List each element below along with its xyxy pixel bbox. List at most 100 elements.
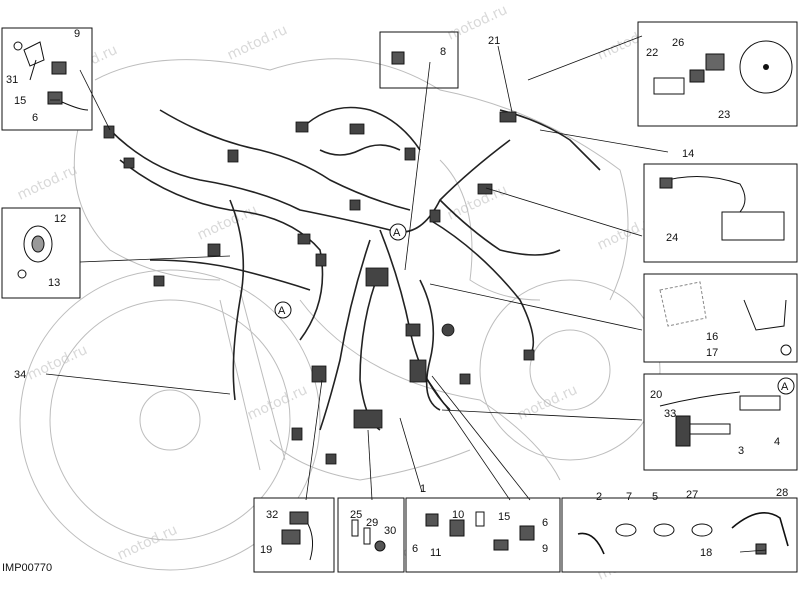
main-wiring-harness — [109, 106, 601, 431]
screw-part — [780, 344, 792, 356]
inset-box-horn — [1, 207, 81, 299]
connector — [325, 453, 337, 465]
inset-box-part-8 — [379, 31, 459, 89]
sensor-part — [739, 395, 781, 411]
sensor-part — [675, 415, 691, 447]
watermark: motod.ru — [225, 22, 290, 64]
bracket-part — [23, 41, 45, 67]
part-label: 18 — [700, 547, 712, 559]
engine-lower — [299, 299, 561, 481]
watermark: motod.ru — [245, 382, 310, 424]
part-label: 6 — [32, 112, 38, 124]
label-n31-pos: 31 — [6, 74, 18, 86]
connector — [365, 267, 389, 287]
part-label: 30 — [384, 525, 396, 537]
callout-a-label: A — [393, 227, 401, 239]
part-label: 27 — [686, 489, 698, 501]
inset-box-bottom-left — [253, 497, 335, 573]
fork-right — [239, 289, 286, 461]
part-label: 16 — [706, 331, 718, 343]
part-label: 8 — [440, 46, 446, 58]
part-label: 20 — [650, 389, 662, 401]
part-label: 25 — [350, 509, 362, 521]
watermark-layer: motod.ru motod.ru motod.ru motod.ru moto… — [15, 2, 720, 584]
connector — [349, 199, 361, 211]
part-label: 33 — [664, 408, 676, 420]
part-label: 21 — [488, 35, 500, 47]
part-label: 24 — [666, 232, 678, 244]
connector — [459, 373, 471, 385]
belly-pan — [269, 439, 471, 481]
part-label: 2 — [596, 491, 602, 503]
connector — [429, 209, 441, 223]
part-label: 28 — [776, 487, 788, 499]
sensor-part — [689, 69, 705, 83]
watermark: motod.ru — [445, 182, 510, 224]
connector — [353, 409, 383, 429]
callout-a-label: A — [278, 305, 286, 317]
part-label: 3 — [738, 445, 744, 457]
relay-part — [47, 91, 63, 105]
connector — [291, 427, 303, 441]
screw-part — [17, 269, 27, 279]
inset-box-top-left — [1, 27, 93, 131]
connector — [499, 111, 517, 123]
part-label: 10 — [452, 509, 464, 521]
part-label: 22 — [646, 47, 658, 59]
part-label: 4 — [774, 436, 780, 448]
front-hub — [139, 389, 201, 451]
part-label: 6 — [412, 543, 418, 555]
connector — [297, 233, 311, 245]
part-label: 9 — [542, 543, 548, 555]
connector — [441, 323, 455, 337]
part-label: 12 — [54, 213, 66, 225]
connector — [207, 243, 221, 257]
watermark: motod.ru — [115, 522, 180, 564]
fairing-top — [94, 58, 629, 301]
part-label: 1 — [420, 483, 426, 495]
front-fairing — [73, 119, 221, 281]
control-unit-part — [721, 211, 785, 241]
inset-box-sensors — [637, 21, 798, 127]
part-label: 17 — [706, 347, 718, 359]
connector — [153, 275, 165, 287]
inset-box-screws — [337, 497, 405, 573]
part-label: 11 — [430, 547, 441, 559]
connector — [295, 121, 309, 133]
watermark: motod.ru — [195, 202, 260, 244]
watermark: motod.ru — [15, 162, 80, 204]
part-label: 9 — [74, 28, 80, 40]
part-label: 19 — [260, 544, 272, 556]
leader-lines — [45, 35, 767, 553]
frame-rear — [439, 159, 541, 301]
part-label: 26 — [672, 37, 684, 49]
connector — [315, 253, 327, 267]
fork-left — [219, 299, 261, 471]
connector — [405, 323, 421, 337]
inset-box-bracket — [643, 273, 798, 363]
front-wheel-rim — [19, 269, 321, 571]
part-label: 6 — [542, 517, 548, 529]
front-wheel-inner — [49, 299, 291, 541]
part-label: 14 — [682, 148, 694, 160]
part-labels: 31 9 15 6 8 21 26 22 23 14 12 13 24 16 1… — [6, 28, 788, 559]
part-label: 15 — [14, 95, 26, 107]
part-label: 7 — [626, 491, 632, 503]
part-label: 13 — [48, 277, 60, 289]
figure-code: IMP00770 — [2, 562, 53, 574]
connector — [404, 147, 416, 161]
part-label: 15 — [498, 511, 510, 523]
part-label: 29 — [366, 517, 378, 529]
sensor-part — [705, 53, 725, 71]
connector — [349, 123, 365, 135]
rear-sprocket — [529, 329, 611, 411]
part-label: 32 — [266, 509, 278, 521]
connector — [477, 183, 493, 195]
connector — [227, 149, 239, 163]
part-label: 23 — [718, 109, 730, 121]
screw-part — [13, 41, 23, 51]
part-label: 5 — [652, 491, 658, 503]
inset-box-clips — [561, 497, 798, 573]
callout-a-label: A — [781, 381, 789, 393]
inset-box-control-unit — [643, 163, 798, 263]
